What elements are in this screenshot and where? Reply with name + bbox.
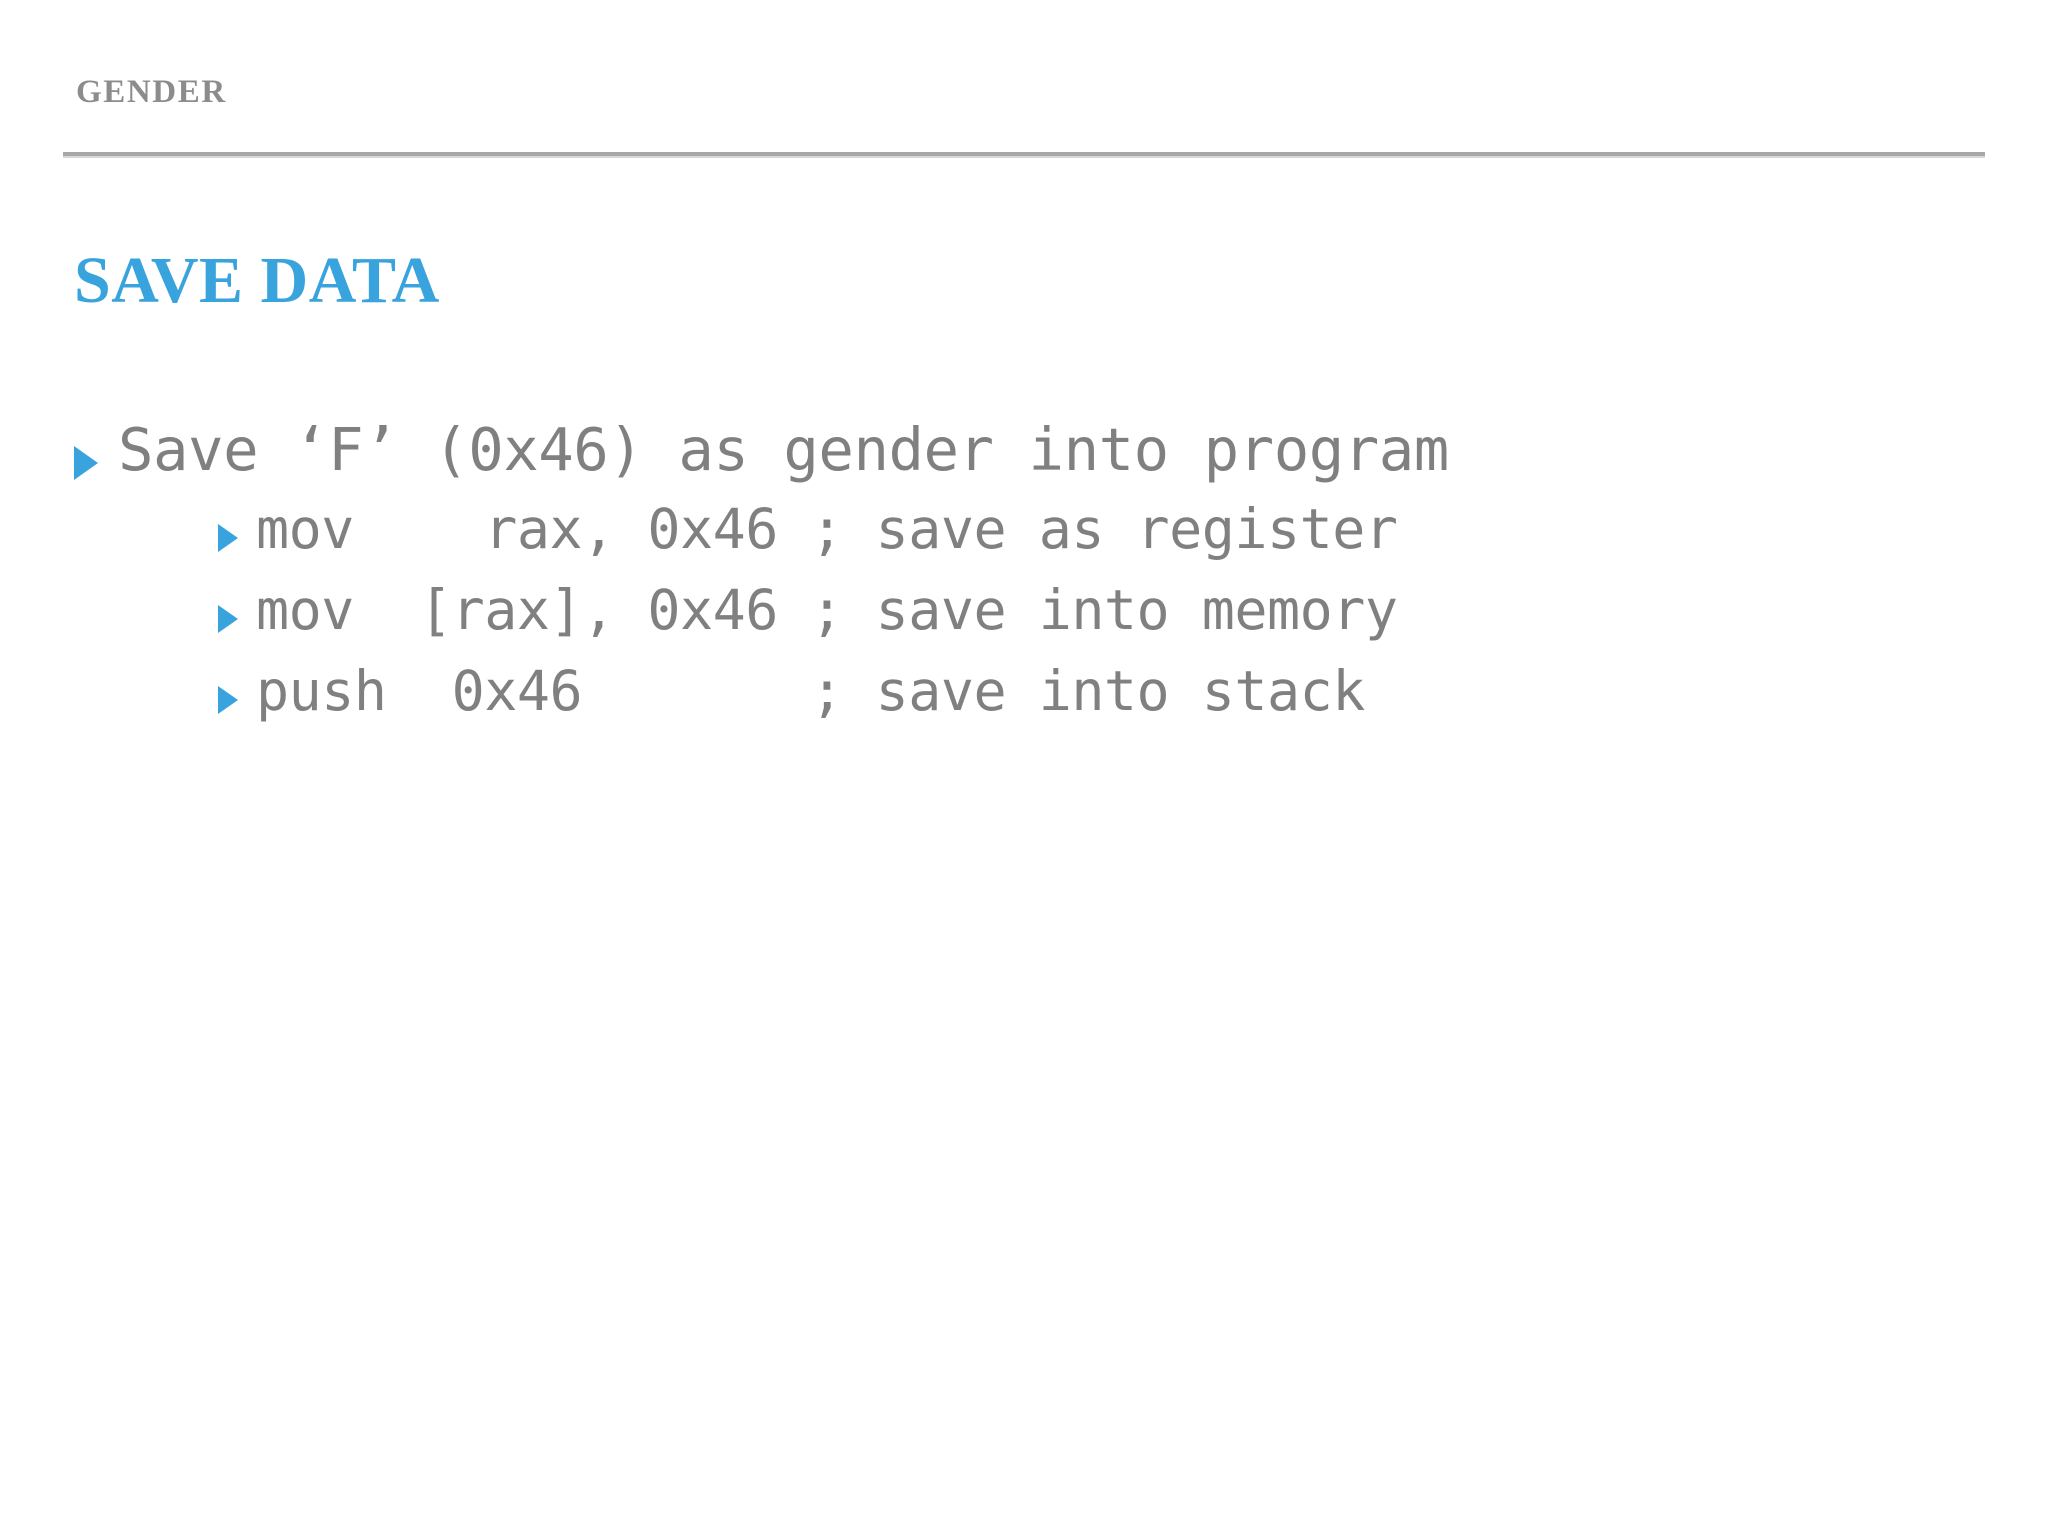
list-item-label: mov rax, 0x46 ; save as register <box>256 497 1398 561</box>
slide-header: GENDER <box>0 0 2048 160</box>
triangle-right-bullet-icon <box>74 420 118 480</box>
list-item: mov [rax], 0x46 ; save into memory <box>0 583 2048 638</box>
page-title: SAVE DATA <box>74 244 440 317</box>
triangle-right-bullet-icon <box>218 502 256 552</box>
header-label: GENDER <box>76 74 227 110</box>
triangle-right-bullet-icon <box>218 664 256 714</box>
bullet-list: Save ‘F’ (0x46) as gender into program m… <box>0 420 2048 745</box>
list-item: push 0x46 ; save into stack <box>0 664 2048 719</box>
list-item-label: push 0x46 ; save into stack <box>256 659 1365 723</box>
list-item-label: Save ‘F’ (0x46) as gender into program <box>118 415 1449 484</box>
list-item: Save ‘F’ (0x46) as gender into program <box>0 420 2048 480</box>
header-divider <box>63 152 1985 158</box>
triangle-right-bullet-icon <box>218 583 256 633</box>
list-item: mov rax, 0x46 ; save as register <box>0 502 2048 557</box>
list-item-label: mov [rax], 0x46 ; save into memory <box>256 578 1398 642</box>
